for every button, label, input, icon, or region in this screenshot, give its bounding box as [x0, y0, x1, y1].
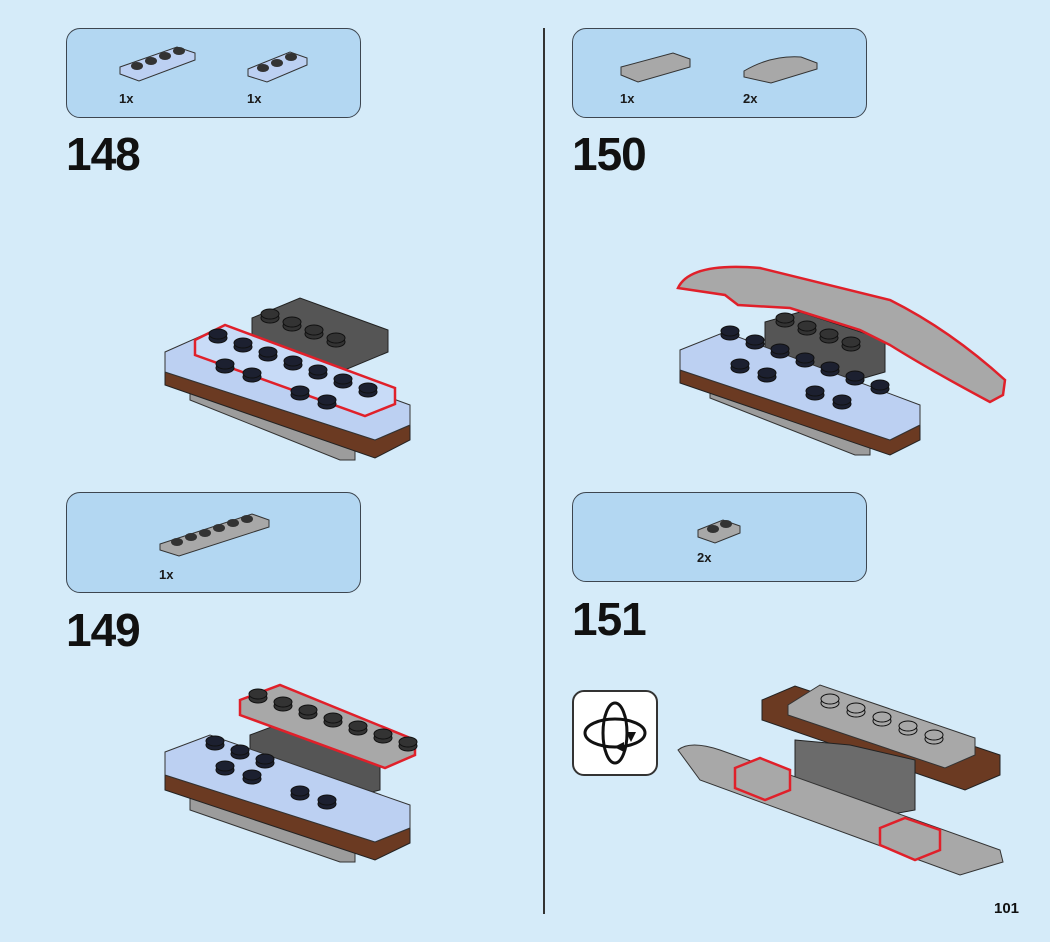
stud — [720, 325, 740, 341]
stud — [290, 785, 310, 801]
stud — [757, 367, 777, 383]
stud — [819, 328, 839, 344]
part-plate-1x6 — [159, 513, 270, 557]
stud — [841, 336, 861, 352]
stud — [242, 769, 262, 785]
stud — [820, 693, 840, 709]
parts-box-149: 1x — [66, 492, 361, 593]
part-qty: 1x — [159, 567, 174, 582]
stud — [326, 332, 346, 348]
step-number: 148 — [66, 128, 141, 180]
stud — [797, 320, 817, 336]
stud — [358, 382, 378, 398]
stud — [333, 373, 353, 389]
part-plate-1x4 — [119, 46, 196, 82]
stud — [205, 735, 225, 751]
step-number: 149 — [66, 604, 141, 656]
stud — [845, 370, 865, 386]
part-qty: 1x — [620, 91, 635, 106]
stud — [795, 352, 815, 368]
stud — [230, 744, 250, 760]
stud — [770, 343, 790, 359]
stud — [348, 720, 368, 736]
stud — [317, 394, 337, 410]
stud — [870, 379, 890, 395]
rotate-model-icon — [572, 690, 658, 776]
stud — [832, 394, 852, 410]
stud — [323, 712, 343, 728]
stud — [298, 704, 318, 720]
step-number: 150 — [572, 128, 647, 180]
stud — [872, 711, 892, 727]
stud — [248, 688, 268, 704]
parts-box-148: 1x 1x — [66, 28, 361, 118]
stud — [258, 346, 278, 362]
stud — [898, 720, 918, 736]
part-tile — [620, 52, 691, 83]
stud — [924, 729, 944, 745]
stud — [273, 696, 293, 712]
stud — [317, 794, 337, 810]
part-qty: 2x — [697, 550, 712, 565]
parts-box-150: 1x 2x — [572, 28, 867, 118]
stud — [283, 355, 303, 371]
stud — [730, 358, 750, 374]
stud — [260, 308, 280, 324]
stud — [373, 728, 393, 744]
stud — [208, 328, 228, 344]
stud — [398, 736, 418, 752]
stud — [215, 760, 235, 776]
stud — [820, 361, 840, 377]
stud — [775, 312, 795, 328]
page-number: 101 — [994, 900, 1020, 917]
stud — [282, 316, 302, 332]
page-divider — [543, 28, 545, 914]
stud — [745, 334, 765, 350]
part-curved-slope — [743, 56, 818, 84]
part-plate-1x3 — [247, 51, 308, 83]
stud — [290, 385, 310, 401]
stud — [242, 367, 262, 383]
stud — [233, 337, 253, 353]
part-qty: 2x — [743, 91, 758, 106]
stud — [215, 358, 235, 374]
stud — [805, 385, 825, 401]
part-qty: 1x — [119, 91, 134, 106]
part-qty: 1x — [247, 91, 262, 106]
stud — [304, 324, 324, 340]
stud — [846, 702, 866, 718]
part-plate-1x2 — [697, 519, 741, 544]
step-number: 151 — [572, 593, 647, 645]
parts-box-151: 2x — [572, 492, 867, 582]
stud — [255, 753, 275, 769]
stud — [308, 364, 328, 380]
